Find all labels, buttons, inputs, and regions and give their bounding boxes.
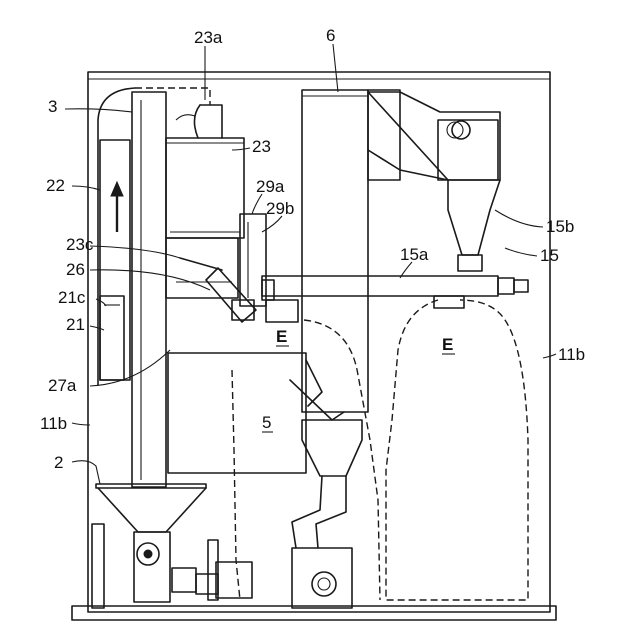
label-22: 22 — [46, 176, 65, 195]
up-arrow-icon — [111, 182, 123, 232]
label-23: 23 — [252, 137, 271, 156]
label-E-middle: E — [276, 327, 287, 346]
label-5: 5 — [262, 413, 271, 432]
label-15: 15 — [540, 246, 559, 265]
label-15a: 15a — [400, 245, 429, 264]
collection-bag-right — [386, 296, 528, 600]
label-3: 3 — [48, 97, 57, 116]
part-labels: 23a 6 3 23 22 29a 29b 15b 23c 15a 15 26 … — [40, 26, 585, 472]
label-E-right: E — [442, 335, 453, 354]
label-23c: 23c — [66, 235, 94, 254]
label-23a: 23a — [194, 28, 223, 47]
duct-6 — [302, 90, 400, 412]
chute-26 — [176, 258, 256, 322]
label-6: 6 — [326, 26, 335, 45]
tank-23 — [135, 88, 244, 298]
label-29a: 29a — [256, 177, 285, 196]
main-unit-5 — [168, 353, 362, 608]
label-26: 26 — [66, 260, 85, 279]
label-15b: 15b — [546, 217, 574, 236]
label-21c: 21c — [58, 288, 86, 307]
label-21: 21 — [66, 315, 85, 334]
label-2: 2 — [54, 453, 63, 472]
label-11b-right: 11b — [558, 345, 585, 364]
bucket-elevator — [98, 88, 166, 487]
housing-frame — [72, 72, 556, 620]
label-11b-left: 11b — [40, 414, 67, 433]
label-29b: 29b — [266, 199, 294, 218]
hopper-2 — [92, 484, 252, 608]
label-27a: 27a — [48, 376, 77, 395]
